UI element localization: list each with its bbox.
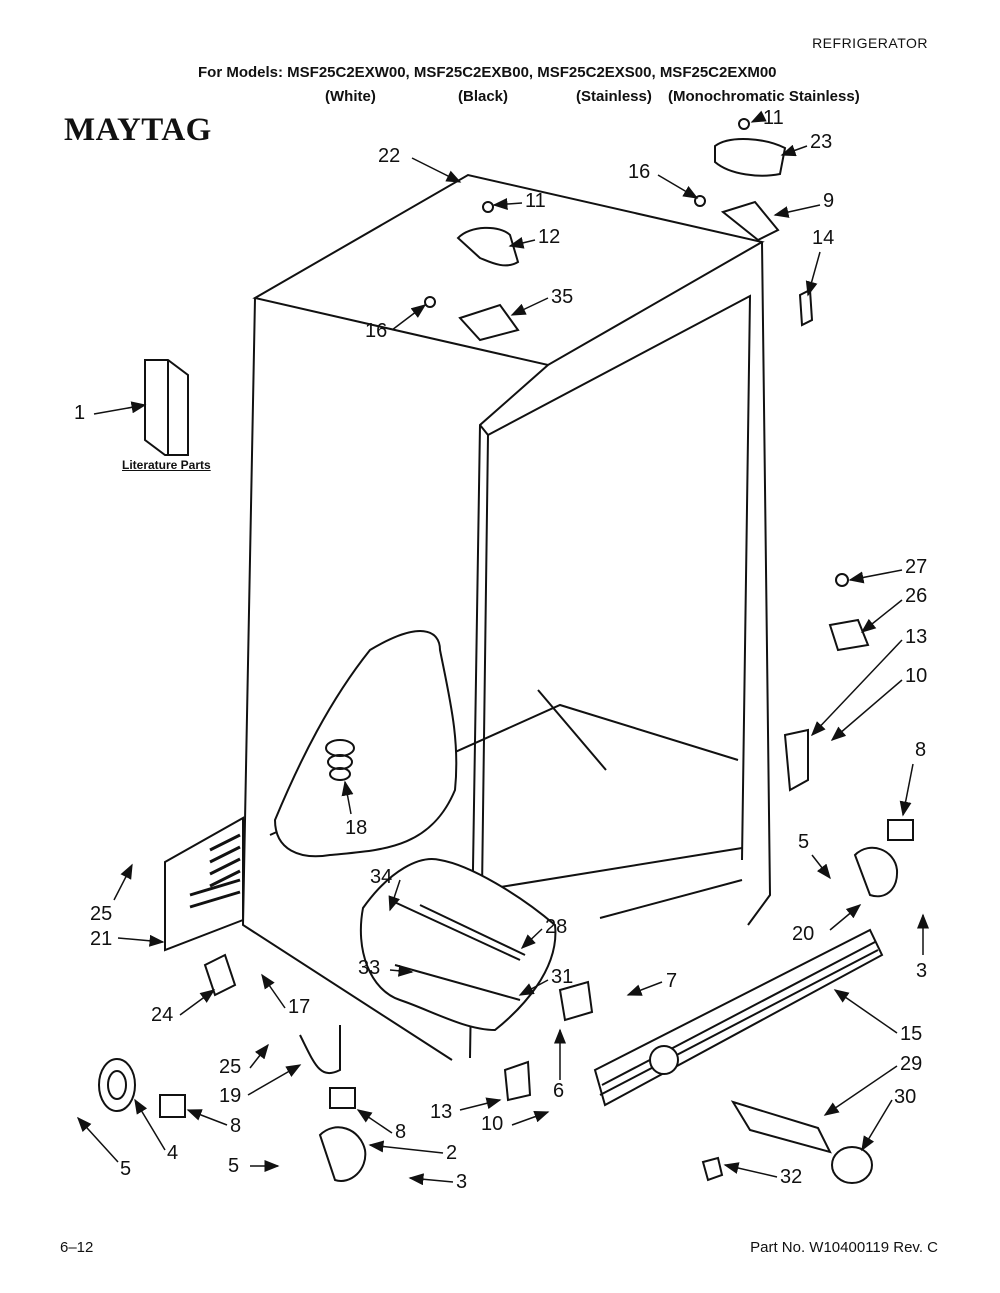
model-list: For Models: MSF25C2EXW00, MSF25C2EXB00, … xyxy=(198,64,777,81)
drain-pan-icon xyxy=(325,739,355,781)
callout-32: 32 xyxy=(780,1166,802,1188)
callout-5: 5 xyxy=(228,1155,239,1177)
callout-3: 3 xyxy=(456,1171,467,1193)
callout-5: 5 xyxy=(120,1158,131,1180)
leader-arrows xyxy=(76,110,929,1186)
callout-18: 18 xyxy=(345,817,367,839)
callout-35: 35 xyxy=(551,286,573,308)
color-label-white: (White) xyxy=(325,88,376,105)
callout-9: 9 xyxy=(823,190,834,212)
callout-22: 22 xyxy=(378,145,400,167)
callout-8: 8 xyxy=(230,1115,241,1137)
callout-13: 13 xyxy=(905,626,927,648)
callout-8: 8 xyxy=(395,1121,406,1143)
callout-4: 4 xyxy=(167,1142,178,1164)
lower-parts xyxy=(98,728,914,1184)
page-number: 6–12 xyxy=(60,1239,94,1256)
callout-30: 30 xyxy=(894,1086,916,1108)
callout-3: 3 xyxy=(916,960,927,982)
literature-parts-label: Literature Parts xyxy=(122,458,211,472)
callout-29: 29 xyxy=(900,1053,922,1075)
callout-11: 11 xyxy=(525,190,546,212)
callout-8: 8 xyxy=(915,739,926,761)
part-number: Part No. W10400119 Rev. C xyxy=(750,1239,938,1256)
upper-hinge-parts xyxy=(424,118,870,652)
color-label-monochromatic: (Monochromatic Stainless) xyxy=(668,88,860,105)
color-label-black: (Black) xyxy=(458,88,509,105)
literature-book-icon xyxy=(144,359,189,456)
callout-14: 14 xyxy=(812,227,834,249)
callout-1: 1 xyxy=(74,402,85,424)
callout-17: 17 xyxy=(288,996,310,1018)
callout-28: 28 xyxy=(545,916,567,938)
callout-10: 10 xyxy=(481,1113,503,1135)
callout-24: 24 xyxy=(151,1004,173,1026)
callout-16: 16 xyxy=(628,161,650,183)
callout-11: 11 xyxy=(763,107,784,129)
brand-logo: MAYTAG xyxy=(64,112,212,148)
callout-19: 19 xyxy=(219,1085,241,1107)
callout-25: 25 xyxy=(90,903,112,925)
roller-bracket-front-icon xyxy=(318,1126,367,1182)
callout-27: 27 xyxy=(905,556,927,578)
color-label-stainless: (Stainless) xyxy=(576,88,652,105)
callout-2: 2 xyxy=(446,1142,457,1164)
callout-5: 5 xyxy=(798,831,809,853)
callouts: 22 11 23 16 9 11 12 14 16 35 1 27 26 13 … xyxy=(74,107,927,1193)
cutaway-lower-left xyxy=(273,630,458,858)
callout-21: 21 xyxy=(90,928,112,950)
callout-20: 20 xyxy=(792,923,814,945)
wheel-icon xyxy=(98,1058,136,1112)
callout-6: 6 xyxy=(553,1080,564,1102)
document-category: REFRIGERATOR xyxy=(812,35,928,51)
roller-bracket-right-icon xyxy=(853,846,899,898)
callout-26: 26 xyxy=(905,585,927,607)
callout-23: 23 xyxy=(810,131,832,153)
callout-7: 7 xyxy=(666,970,677,992)
callout-12: 12 xyxy=(538,226,560,248)
callout-25: 25 xyxy=(219,1056,241,1078)
rear-access-panel xyxy=(164,816,244,952)
callout-15: 15 xyxy=(900,1023,922,1045)
cabinet xyxy=(241,173,772,1061)
callout-13: 13 xyxy=(430,1101,452,1123)
callout-16: 16 xyxy=(365,320,387,342)
callout-10: 10 xyxy=(905,665,927,687)
callout-34: 34 xyxy=(370,866,392,888)
callout-33: 33 xyxy=(358,957,380,979)
callout-31: 31 xyxy=(551,966,573,988)
